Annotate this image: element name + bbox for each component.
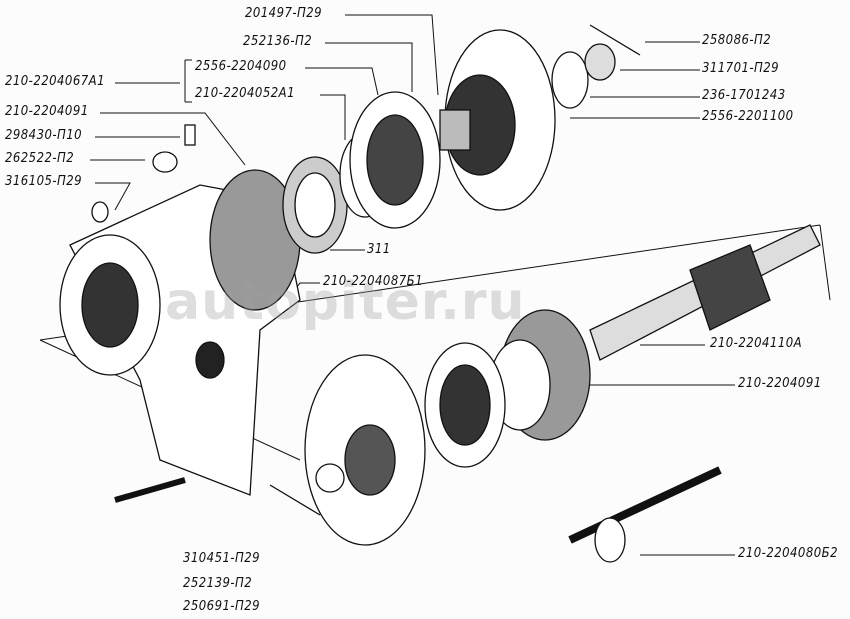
label-252136: 252136-П2	[243, 34, 313, 49]
label-210-2204067A1: 210-2204067А1	[5, 74, 105, 89]
label-210-2204080B2: 210-2204080Б2	[738, 546, 838, 561]
label-316105: 316105-П29	[5, 174, 83, 189]
shaft	[589, 224, 821, 361]
label-298430: 298430-П10	[5, 128, 83, 143]
label-210-2204091-top: 210-2204091	[5, 104, 89, 119]
label-236-1701243: 236-1701243	[702, 88, 786, 103]
label-252139: 252139-П2	[183, 576, 253, 591]
label-210-2204091-bottom: 210-2204091	[738, 376, 822, 391]
label-250691: 250691-П29	[183, 599, 261, 614]
gearbox-housing	[59, 169, 301, 496]
label-210-2204110A: 210-2204110А	[710, 336, 803, 351]
label-210-2204087B1: 210-2204087Б1	[323, 274, 423, 289]
label-310451: 310451-П29	[183, 551, 261, 566]
label-210-2204052A1: 210-2204052А1	[195, 86, 295, 101]
top-assembly	[282, 24, 641, 254]
label-2556-2204090: 2556-2204090	[195, 59, 287, 74]
label-258086: 258086-П2	[702, 33, 772, 48]
bottom-assembly	[114, 309, 722, 563]
label-201497: 201497-П29	[245, 6, 323, 21]
label-311: 311	[367, 242, 391, 257]
label-262522: 262522-П2	[5, 151, 75, 166]
watermark: autopiter.ru	[165, 272, 526, 332]
label-2556-2201100: 2556-2201100	[702, 109, 794, 124]
fittings	[91, 124, 196, 223]
label-311701: 311701-П29	[702, 61, 780, 76]
